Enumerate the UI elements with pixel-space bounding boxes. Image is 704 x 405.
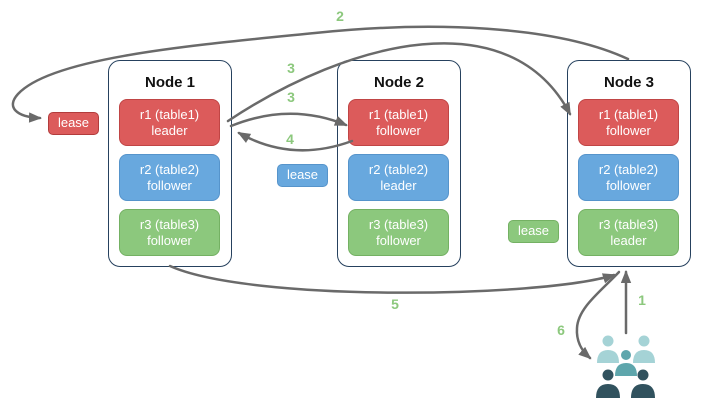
node-1-replica-r3: r3 (table3) follower xyxy=(119,209,220,256)
node-3: Node 3 r1 (table1) follower r2 (table2) … xyxy=(567,60,691,267)
lease-badge-blue: lease xyxy=(277,164,328,187)
replica-name: r1 (table1) xyxy=(598,106,659,122)
clients-middle-person xyxy=(615,350,637,376)
node-1-title: Node 1 xyxy=(144,74,195,91)
node-2-title: Node 2 xyxy=(373,74,424,91)
replica-role: follower xyxy=(147,177,192,193)
node-2-replica-r2: r2 (table2) leader xyxy=(348,154,449,201)
clients-front-row xyxy=(596,369,655,398)
step-label-1: 1 xyxy=(638,292,646,308)
replica-name: r3 (table3) xyxy=(368,216,429,232)
arrow-step5 xyxy=(168,264,616,294)
replica-role: follower xyxy=(606,122,651,138)
replica-role: follower xyxy=(376,232,421,248)
node-3-replica-r3: r3 (table3) leader xyxy=(578,209,679,256)
replica-role: leader xyxy=(151,122,188,138)
arrow-step4 xyxy=(237,131,354,152)
node-3-title: Node 3 xyxy=(603,74,654,91)
clients-back-row xyxy=(597,335,655,363)
replica-name: r1 (table1) xyxy=(139,106,200,122)
arrow-step6 xyxy=(575,270,621,360)
replica-role: leader xyxy=(380,177,417,193)
node-1: Node 1 r1 (table1) leader r2 (table2) fo… xyxy=(108,60,232,267)
node-1-replica-r2: r2 (table2) follower xyxy=(119,154,220,201)
step-label-5: 5 xyxy=(391,296,399,312)
step-label-6: 6 xyxy=(557,322,565,338)
replica-name: r2 (table2) xyxy=(139,161,200,177)
replica-name: r2 (table2) xyxy=(598,161,659,177)
node-2-replica-r1: r1 (table1) follower xyxy=(348,99,449,146)
step-label-3b: 3 xyxy=(287,89,295,105)
clients-icon xyxy=(596,335,655,398)
lease-badge-green: lease xyxy=(508,220,559,243)
step-label-4: 4 xyxy=(286,131,294,147)
lease-badge-red: lease xyxy=(48,112,99,135)
replica-role: follower xyxy=(606,177,651,193)
arrow-step2 xyxy=(11,25,630,123)
replica-role: leader xyxy=(610,232,647,248)
replica-role: follower xyxy=(147,232,192,248)
node-3-replica-r1: r1 (table1) follower xyxy=(578,99,679,146)
arrow-step3-to-node2 xyxy=(229,112,348,128)
replica-name: r1 (table1) xyxy=(368,106,429,122)
replica-role: follower xyxy=(376,122,421,138)
node-3-replica-r2: r2 (table2) follower xyxy=(578,154,679,201)
node-2-replica-r3: r3 (table3) follower xyxy=(348,209,449,256)
node-2: Node 2 r1 (table1) follower r2 (table2) … xyxy=(337,60,461,267)
step-label-3a: 3 xyxy=(287,60,295,76)
replica-name: r2 (table2) xyxy=(368,161,429,177)
replica-name: r3 (table3) xyxy=(139,216,200,232)
replica-name: r3 (table3) xyxy=(598,216,659,232)
node-1-replica-r1: r1 (table1) leader xyxy=(119,99,220,146)
step-label-2: 2 xyxy=(336,8,344,24)
